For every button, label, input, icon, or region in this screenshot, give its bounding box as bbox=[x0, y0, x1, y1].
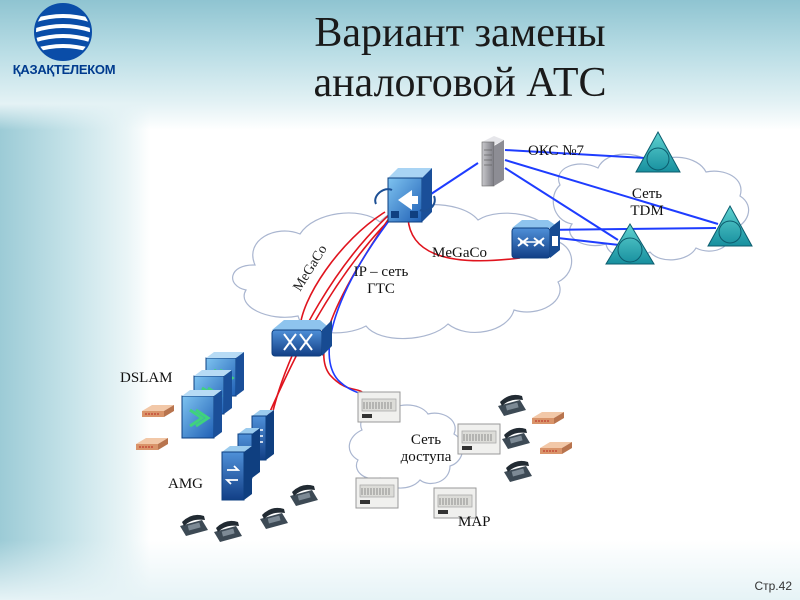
access-network-label: Сеть доступа bbox=[386, 432, 466, 466]
dslam-label: DSLAM bbox=[120, 370, 173, 387]
map-unit-icon bbox=[356, 478, 398, 508]
phone-icon bbox=[290, 485, 318, 506]
tdm-network-label-line1: Сеть bbox=[612, 186, 682, 203]
modem-icon bbox=[540, 442, 572, 454]
softswitch-icon bbox=[375, 168, 435, 222]
modem-icon bbox=[532, 412, 564, 424]
megaco-right-label: MeGaCo bbox=[432, 245, 487, 262]
server-icon bbox=[482, 136, 504, 186]
access-network-label-line1: Сеть bbox=[386, 432, 466, 449]
access-network-label-line2: доступа bbox=[386, 449, 466, 466]
amg-label: AMG bbox=[168, 476, 203, 493]
tdm-network-label: Сеть TDM bbox=[612, 186, 682, 220]
modem-icon bbox=[142, 405, 174, 417]
tdm-exchange-icon bbox=[636, 132, 680, 172]
page-number: Стр.42 bbox=[754, 579, 792, 593]
phone-icon bbox=[498, 395, 526, 416]
phone-icon bbox=[502, 428, 530, 449]
phone-icon bbox=[180, 515, 208, 536]
ip-network-label-line2: ГТС bbox=[336, 281, 426, 298]
phone-icon bbox=[504, 461, 532, 482]
map-label: MAP bbox=[458, 514, 491, 531]
amg-icon bbox=[222, 410, 274, 500]
modem-icon bbox=[136, 438, 168, 450]
phone-icon bbox=[260, 508, 288, 529]
ip-router-icon bbox=[272, 320, 332, 356]
oks7-label: ОКС №7 bbox=[528, 143, 584, 160]
ip-network-label-line1: IP – сеть bbox=[336, 264, 426, 281]
tdm-network-label-line2: TDM bbox=[612, 203, 682, 220]
phone-icon bbox=[214, 521, 242, 542]
dslam-icon bbox=[182, 352, 244, 438]
map-unit-icon bbox=[358, 392, 400, 422]
ip-network-label: IP – сеть ГТС bbox=[336, 264, 426, 298]
trunk-gateway-icon bbox=[512, 220, 560, 258]
